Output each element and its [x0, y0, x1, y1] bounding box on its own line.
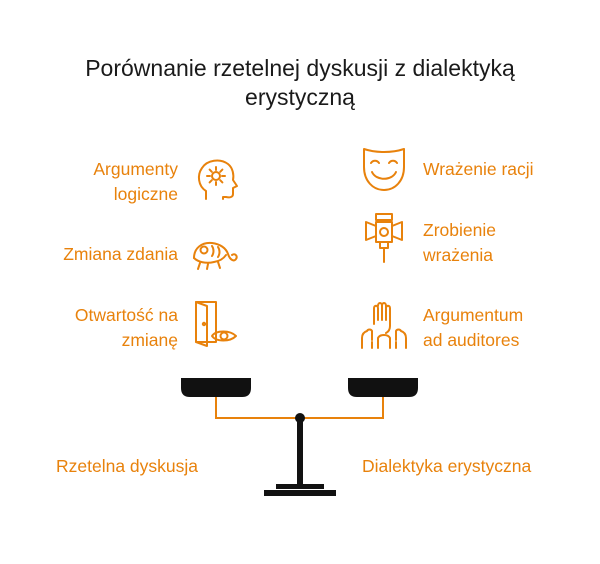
left-item-openness: Otwartość na zmianę — [74, 305, 178, 350]
title-line-2: erystyczną — [245, 84, 355, 110]
chameleon-icon — [193, 241, 238, 270]
left-item-change-mind: Zmiana zdania — [63, 244, 178, 264]
label-eristic-dialectics: Dialektyka erystyczna — [362, 456, 532, 476]
spotlight-icon — [365, 213, 403, 263]
scale-base-top — [276, 484, 324, 489]
left-scale-pan — [181, 378, 251, 397]
head-gear-icon — [197, 159, 238, 200]
smiling-mask-icon — [363, 148, 405, 191]
scale-base — [264, 490, 336, 496]
label-fair-discussion: Rzetelna dyskusja — [56, 456, 199, 476]
open-door-eye-icon — [195, 301, 237, 347]
raised-hands-icon — [361, 302, 407, 349]
right-item-argumentum: Argumentum ad auditores — [423, 305, 524, 350]
right-item-making-impression: Zrobienie wrażenia — [423, 220, 496, 265]
right-scale-pan — [348, 378, 418, 397]
left-item-logical-arguments: Argumenty logiczne — [93, 159, 178, 204]
scale-pole — [297, 418, 303, 486]
title-line-1: Porównanie rzetelnej dyskusji z dialekty… — [85, 55, 515, 81]
right-item-appearance-right: Wrażenie racji — [423, 159, 534, 179]
diagram-title: Porównanie rzetelnej dyskusji z dialekty… — [0, 54, 600, 112]
